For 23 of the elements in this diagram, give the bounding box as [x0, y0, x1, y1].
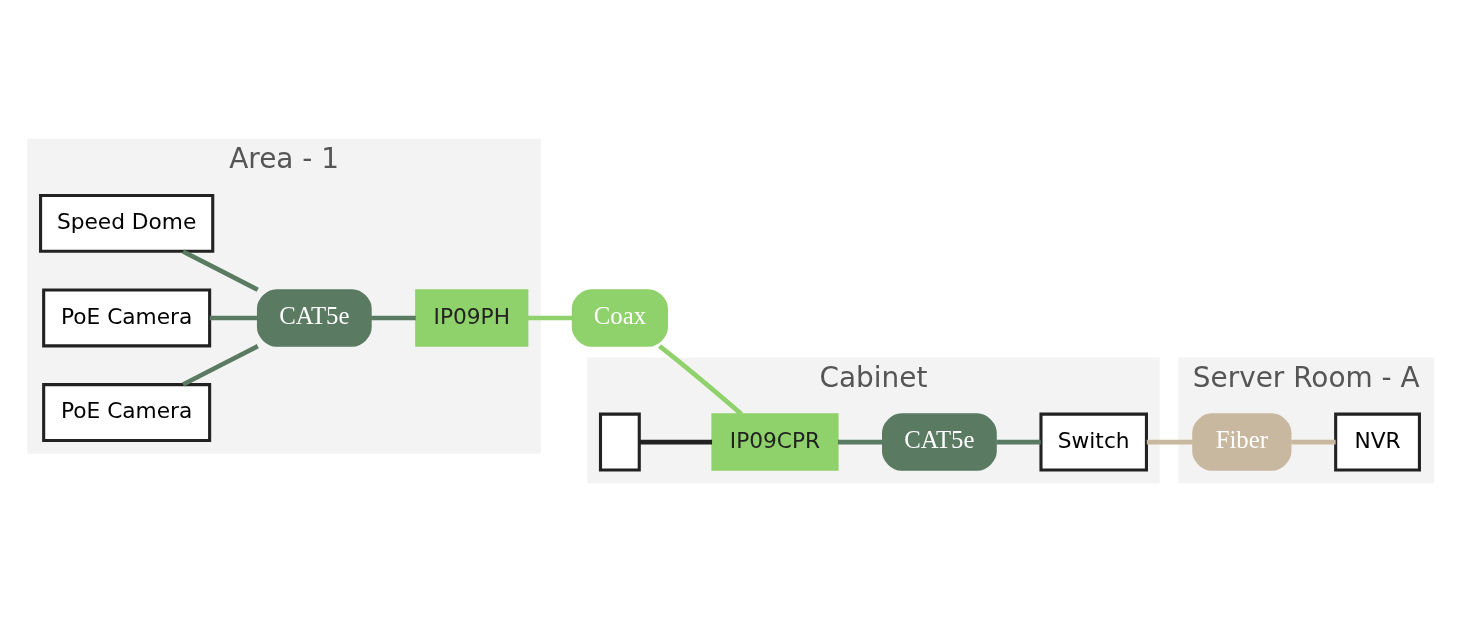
connector — [182, 343, 259, 387]
node-box: Switch — [1039, 412, 1148, 472]
node-box: IP09PH — [415, 288, 529, 347]
connector — [639, 439, 713, 444]
node-box: Speed Dome — [39, 193, 215, 253]
connector — [527, 315, 573, 320]
node-box: CAT5e — [882, 412, 997, 471]
node-box: NVR — [1334, 412, 1421, 472]
connector — [209, 315, 258, 320]
node-box: PoE Camera — [42, 382, 212, 442]
connector — [182, 248, 259, 292]
node-box: Coax — [571, 288, 668, 347]
node-box: IP09CPR — [711, 412, 839, 471]
node-box: PoE Camera — [42, 288, 212, 347]
connector — [837, 439, 883, 444]
connector — [996, 439, 1041, 444]
connector — [658, 343, 743, 416]
node-box — [598, 412, 641, 472]
connector — [371, 315, 416, 320]
node-box: CAT5e — [256, 288, 372, 347]
connector — [1146, 439, 1193, 444]
node-box: Fiber — [1192, 412, 1292, 471]
connector — [1291, 439, 1336, 444]
